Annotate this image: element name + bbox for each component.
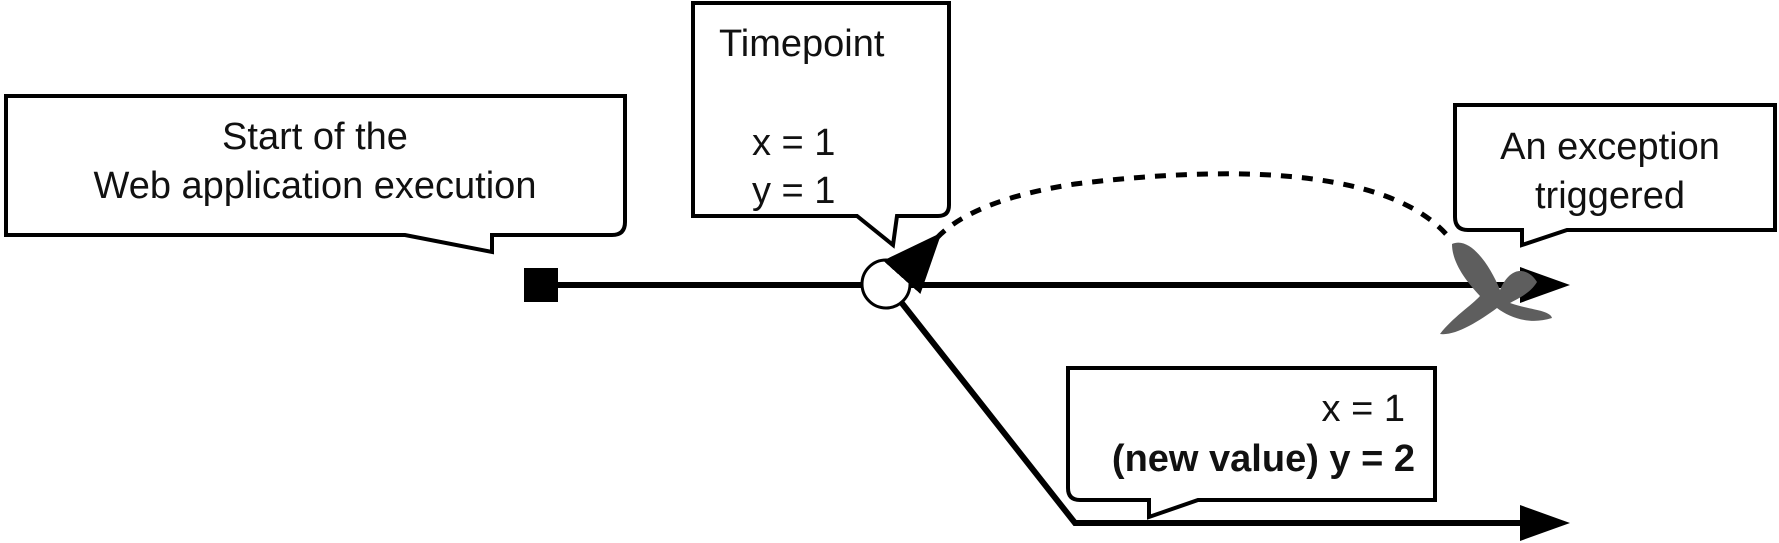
timepoint-callout-box — [691, 1, 951, 249]
timepoint-callout-title: Timepoint — [719, 23, 885, 65]
new-value-callout-box — [1066, 366, 1437, 520]
start-callout-line-1: Start of the — [222, 116, 408, 158]
rollback-dotted-arrow — [883, 171, 1448, 294]
failure-x-mark-icon — [1440, 242, 1552, 335]
timepoint-marker-icon — [860, 258, 912, 310]
exception-callout-box — [1453, 103, 1777, 248]
exception-callout-line-2: triggered — [1535, 175, 1685, 217]
exception-callout-line-1: An exception — [1500, 126, 1720, 168]
timepoint-callout-y-value: y = 1 — [752, 170, 835, 212]
branch-execution-line — [898, 300, 1520, 526]
start-callout-box — [4, 94, 627, 255]
new-value-callout-x-value: x = 1 — [1322, 388, 1405, 430]
main-line-arrowhead — [1520, 267, 1570, 303]
timepoint-callout-x-value: x = 1 — [752, 122, 835, 164]
start-marker-icon — [524, 268, 558, 302]
start-callout-line-2: Web application execution — [94, 165, 537, 207]
branch-line-arrowhead — [1520, 505, 1570, 541]
new-value-callout-y-value: (new value) y = 2 — [1112, 438, 1415, 480]
